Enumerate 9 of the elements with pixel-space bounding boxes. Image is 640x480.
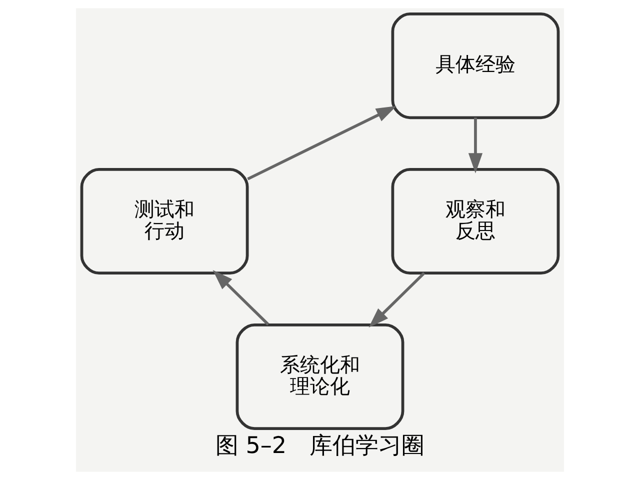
- node-box: 测试和行动: [80, 168, 249, 275]
- arrow: [468, 118, 483, 174]
- arrow: [368, 272, 426, 328]
- node-box: 系统化和理论化: [236, 324, 404, 430]
- arrow: [247, 106, 396, 180]
- caption: 图 5–2 库伯学习圈: [215, 432, 425, 459]
- arrow: [212, 270, 270, 326]
- node-box: 具体经验: [391, 12, 560, 120]
- node-box: 观察和反思: [391, 168, 560, 275]
